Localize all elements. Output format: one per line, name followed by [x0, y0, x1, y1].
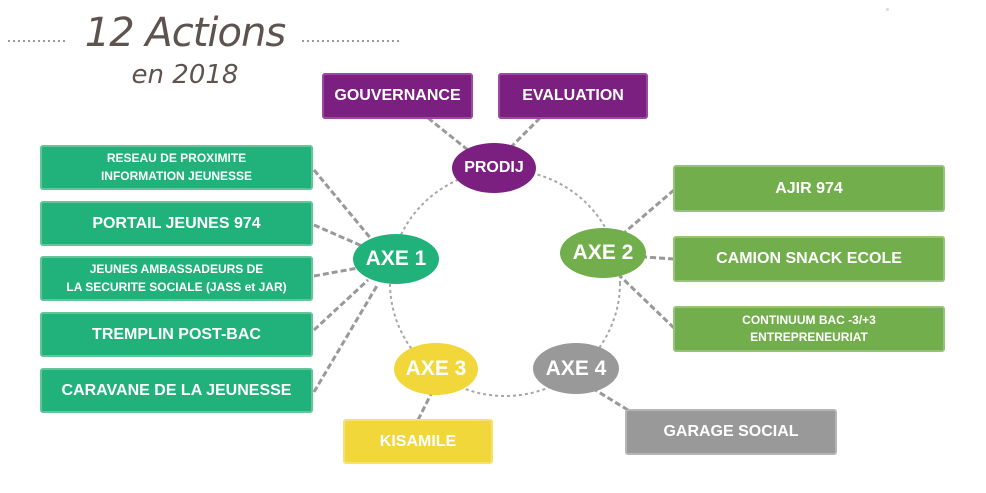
action-label: KISAMILE — [379, 432, 457, 450]
action-label: AJIR 974 — [775, 179, 843, 197]
action-label-line1: CONTINUUM BAC -3/+3 — [742, 312, 876, 327]
link-caravane — [312, 283, 380, 393]
page-subtitle: en 2018 — [131, 60, 239, 90]
link-ajir — [624, 188, 675, 234]
action-jass: JEUNES AMBASSADEURS DE LA SECURITE SOCIA… — [40, 256, 313, 301]
action-tremplin: TREMPLIN POST-BAC — [40, 312, 313, 357]
action-camion-snack: CAMION SNACK ECOLE — [673, 236, 945, 282]
action-portail-jeunes: PORTAIL JEUNES 974 — [40, 201, 313, 246]
action-label-line1: RESEAU DE PROXIMITE — [106, 151, 247, 166]
link-portail — [313, 223, 363, 248]
link-camion — [644, 255, 675, 261]
action-label: PORTAIL JEUNES 974 — [92, 214, 261, 232]
hub-axe-4: AXE 4 — [533, 343, 619, 394]
hub-label: PRODIJ — [464, 159, 524, 176]
action-continuum: CONTINUUM BAC -3/+3 ENTREPRENEURIAT — [673, 306, 945, 352]
action-label: CARAVANE DE LA JEUNESSE — [61, 381, 292, 399]
link-continuum — [618, 274, 676, 330]
decorative-dot — [886, 8, 889, 11]
action-gouvernance: GOUVERNANCE — [322, 73, 473, 119]
action-label: TREMPLIN POST-BAC — [92, 325, 261, 343]
action-label-line2: INFORMATION JEUNESSE — [100, 168, 253, 183]
action-ajir: AJIR 974 — [673, 165, 945, 212]
action-label-line2: LA SECURITE SOCIALE (JASS et JAR) — [66, 279, 287, 294]
hub-label: AXE 2 — [572, 241, 634, 264]
link-kisamile — [416, 391, 434, 421]
link-evaluation — [510, 116, 542, 148]
hub-prodij: PRODIJ — [452, 143, 536, 193]
link-gouvernance — [427, 116, 469, 152]
action-label: CAMION SNACK ECOLE — [716, 250, 902, 268]
hub-label: AXE 1 — [365, 247, 427, 270]
action-label: EVALUATION — [522, 87, 624, 105]
action-reseau-proximite: RESEAU DE PROXIMITE INFORMATION JEUNESSE — [40, 145, 313, 190]
action-kisamile: KISAMILE — [343, 419, 493, 464]
link-jass — [313, 266, 359, 278]
hub-axe-2: AXE 2 — [560, 228, 646, 278]
page-title: 12 Actions — [84, 10, 286, 56]
hub-label: AXE 3 — [405, 357, 467, 380]
action-caravane: CARAVANE DE LA JEUNESSE — [40, 368, 313, 413]
hub-label: AXE 4 — [545, 356, 607, 380]
action-label: GARAGE SOCIAL — [663, 423, 799, 441]
action-label-line1: JEUNES AMBASSADEURS DE — [89, 262, 264, 277]
action-evaluation: EVALUATION — [498, 73, 648, 119]
link-reseau — [312, 169, 374, 241]
action-label: GOUVERNANCE — [334, 87, 461, 105]
link-garage — [591, 386, 629, 412]
hub-axe-1: AXE 1 — [353, 234, 439, 284]
link-tremplin — [312, 278, 370, 332]
action-garage-social: GARAGE SOCIAL — [625, 409, 837, 455]
hub-axe-3: AXE 3 — [394, 343, 478, 395]
action-label-line2: ENTREPRENEURIAT — [750, 330, 868, 344]
